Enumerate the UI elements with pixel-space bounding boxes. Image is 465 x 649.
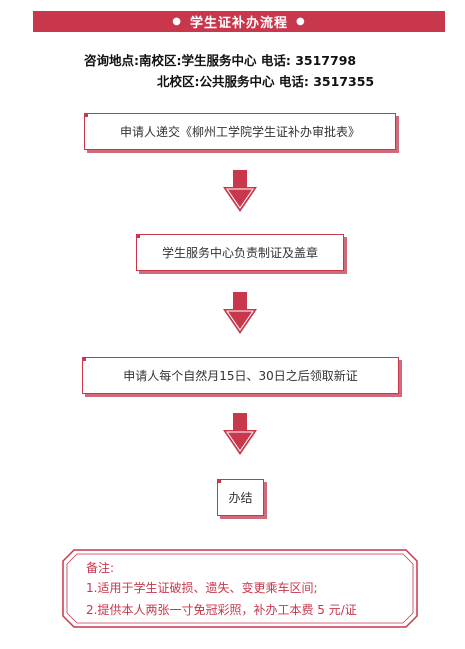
- down-arrow-icon: [223, 292, 257, 334]
- step-text: 申请人每个自然月15日、30日之后领取新证: [123, 369, 358, 383]
- remarks-item-2: 2.提供本人两张一寸免冠彩照，补办工本费 5 元/证: [86, 603, 357, 617]
- corner-mark: [217, 479, 221, 483]
- bullet-dot-icon: ●: [172, 16, 182, 27]
- flow-step-2: 学生服务中心负责制证及盖章: [136, 234, 344, 271]
- flow-step-3: 申请人每个自然月15日、30日之后领取新证: [82, 357, 399, 394]
- corner-mark: [136, 234, 140, 238]
- step-text: 学生服务中心负责制证及盖章: [161, 246, 318, 260]
- step-text: 申请人递交《柳州工学院学生证补办审批表》: [119, 125, 360, 139]
- page-title: 学生证补办流程: [189, 16, 288, 31]
- remarks-item-1: 1.适用于学生证破损、遗失、变更乘车区间;: [86, 581, 318, 595]
- step-frame: [217, 479, 264, 516]
- title-banner: ● 学生证补办流程 ●: [33, 11, 445, 32]
- remarks-box: 备注: 1.适用于学生证破损、遗失、变更乘车区间; 2.提供本人两张一寸免冠彩照…: [62, 549, 418, 628]
- remarks-heading: 备注:: [86, 561, 115, 575]
- remarks-frame: [62, 549, 418, 628]
- contact-line-north: 北校区:公共服务中心 电话: 3517355: [157, 74, 375, 89]
- down-arrow-icon: [223, 170, 257, 212]
- step-frame: [136, 234, 344, 271]
- corner-mark: [82, 357, 86, 361]
- step-frame: [84, 113, 396, 150]
- corner-mark: [84, 113, 88, 117]
- contact-line-south: 咨询地点:南校区:学生服务中心 电话: 3517798: [84, 53, 357, 68]
- flow-step-4: 办结: [217, 479, 264, 516]
- flow-step-1: 申请人递交《柳州工学院学生证补办审批表》: [84, 113, 396, 150]
- bullet-dot-icon: ●: [296, 16, 306, 27]
- step-frame: [82, 357, 399, 394]
- step-text: 办结: [228, 491, 253, 505]
- down-arrow-icon: [223, 413, 257, 455]
